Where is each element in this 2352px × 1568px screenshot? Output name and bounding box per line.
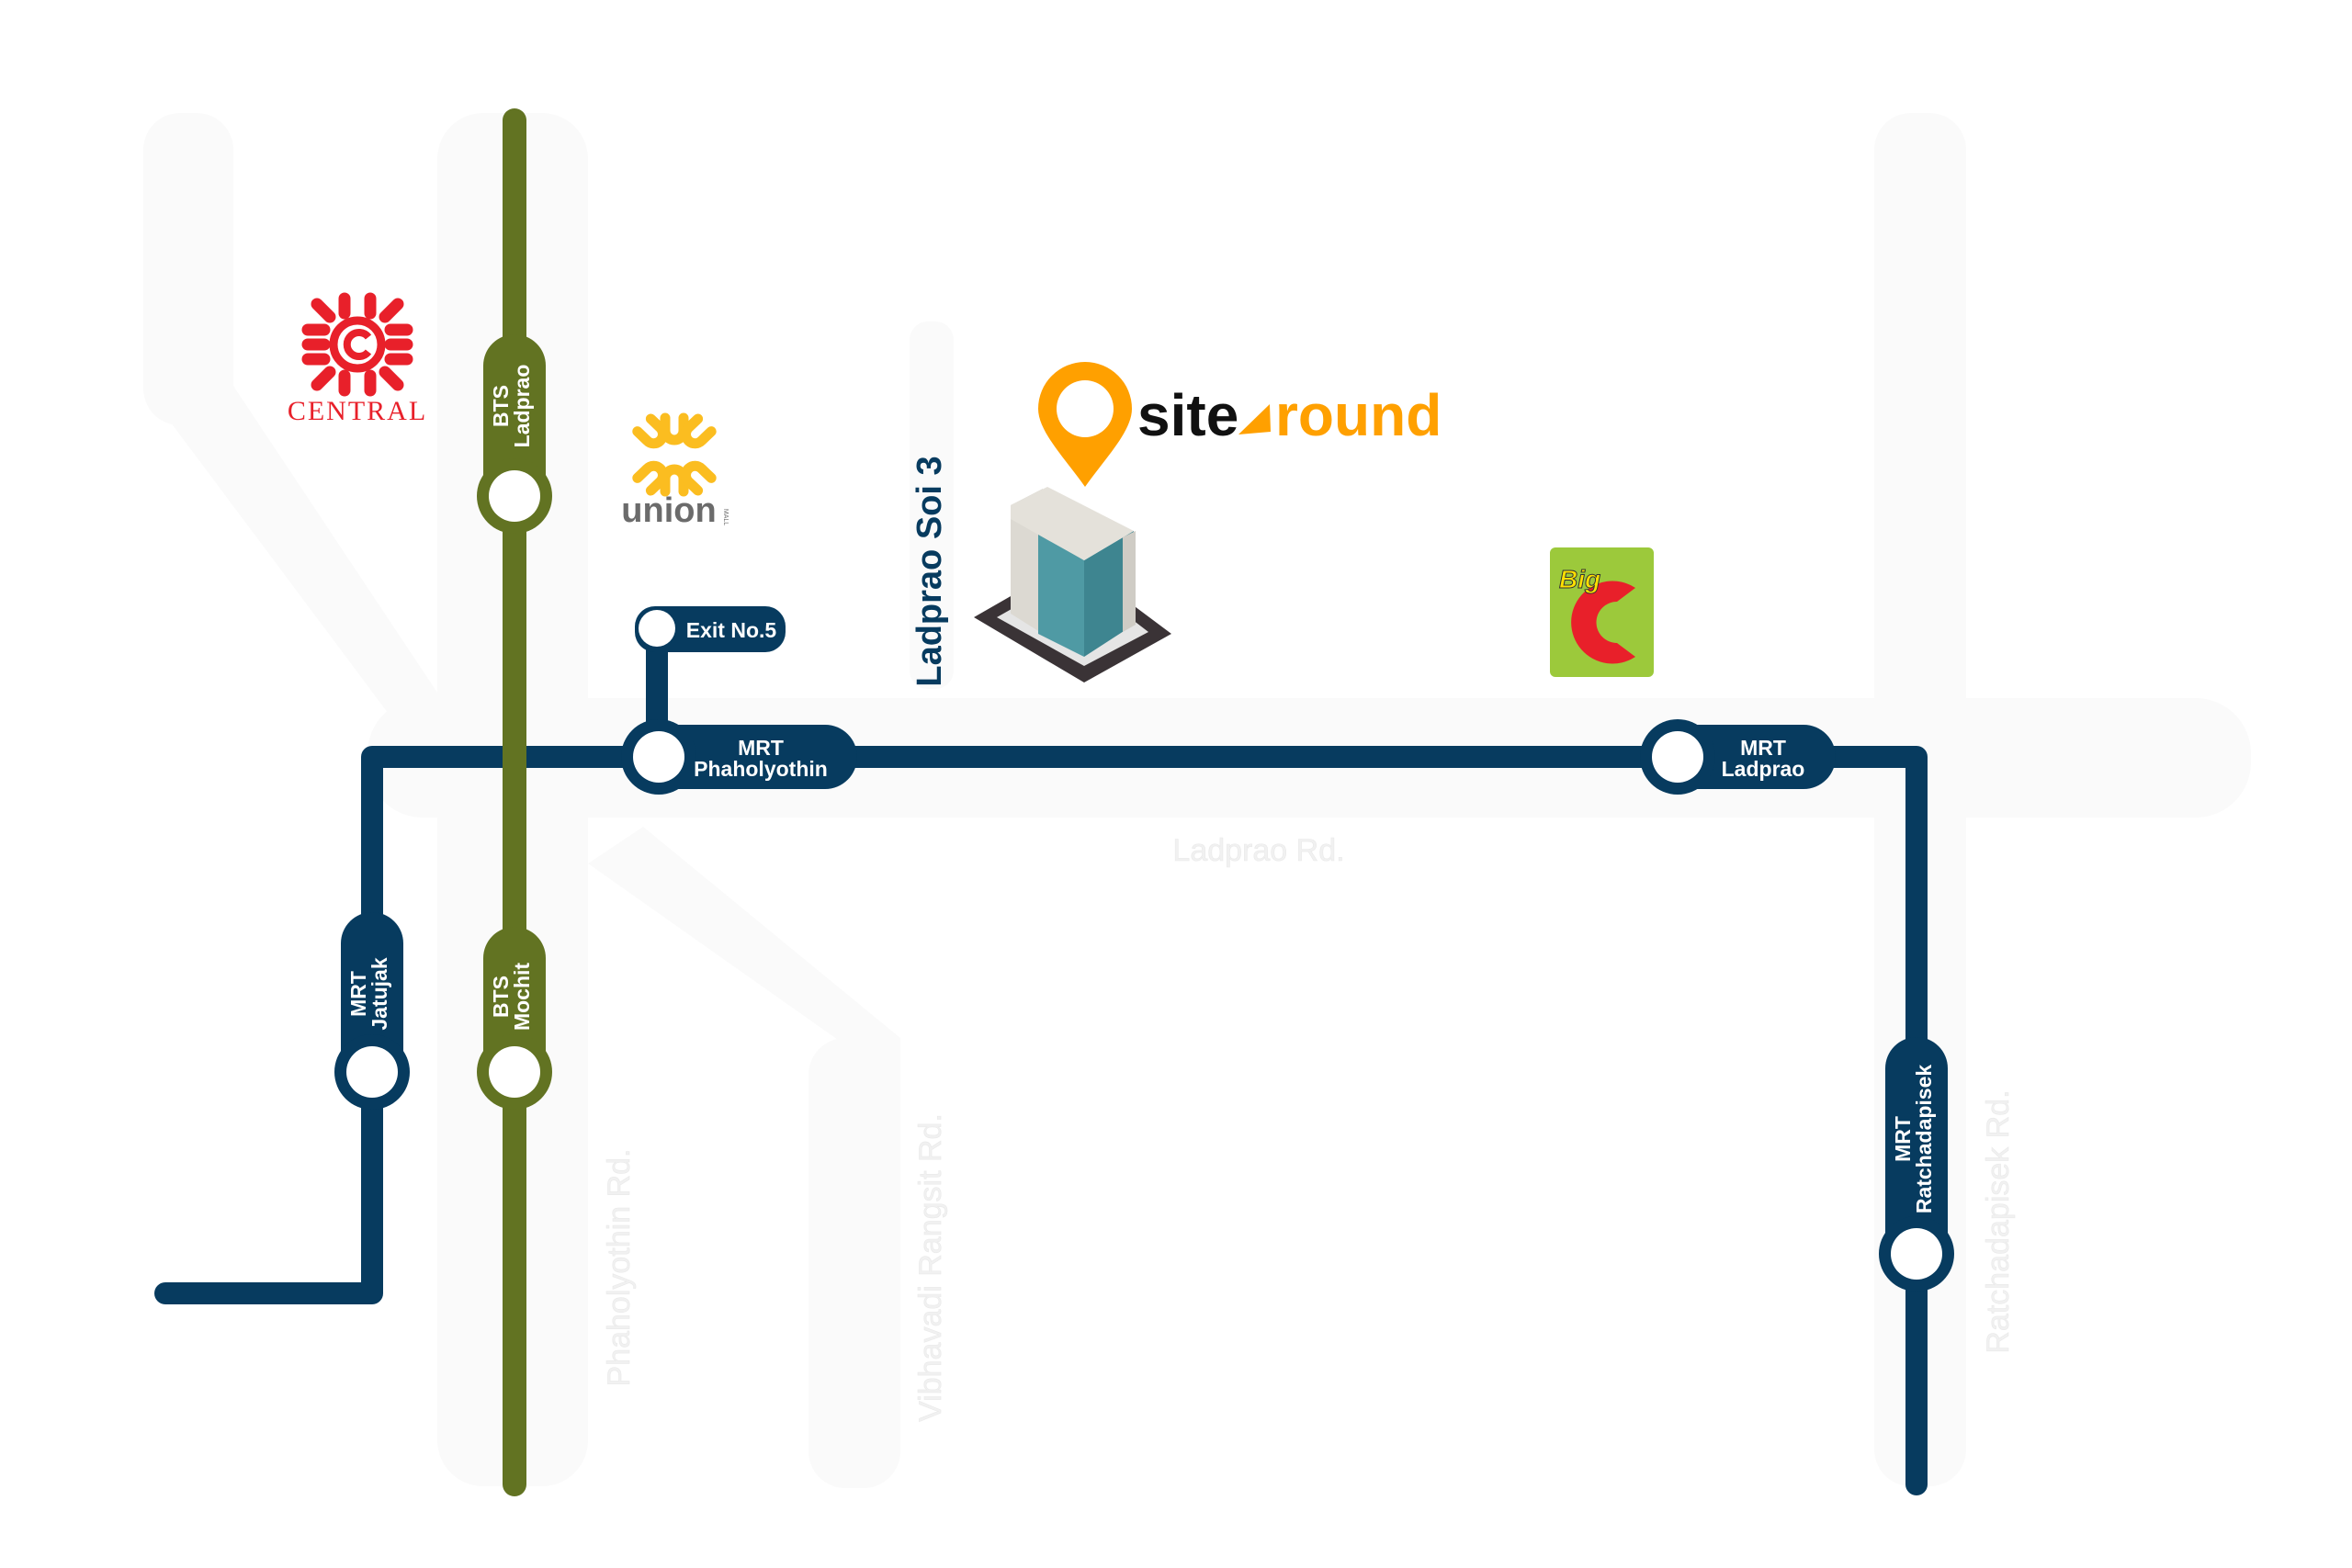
road-label-phaholyothin: Phaholyothin Rd.	[602, 1149, 637, 1387]
station-line: MRT	[1740, 736, 1786, 760]
station-line: BTS	[489, 385, 513, 427]
central-logo: CENTRAL	[288, 292, 427, 426]
station-mrt-phaholyothin[interactable]: MRT Phaholyothin	[621, 719, 857, 795]
building-illustration	[974, 487, 1171, 682]
big-c-logo: Big	[1550, 547, 1654, 677]
brand-around: round	[1275, 382, 1442, 448]
road-label-ratchadapisek: Ratchadapisek Rd.	[1981, 1089, 2016, 1353]
union-mall-logo: union MALL	[621, 412, 729, 530]
station-name: Ratchadapisek	[1912, 1065, 1936, 1214]
station-line: MRT	[738, 736, 784, 760]
bigc-text: Big	[1559, 565, 1600, 593]
station-name: Jatujak	[368, 957, 391, 1030]
station-mrt-ratchadapisek[interactable]: MRT Ratchadapisek	[1879, 1037, 1954, 1292]
station-name: Ladprao	[1722, 757, 1805, 781]
exit-no-5-marker[interactable]: Exit No.5	[635, 606, 786, 652]
central-text: CENTRAL	[288, 396, 427, 426]
station-line: MRT	[346, 971, 370, 1017]
union-sub: MALL	[722, 509, 729, 525]
station-bts-mochit[interactable]: BTS Mochit	[477, 927, 552, 1110]
station-bts-ladprao[interactable]: BTS Ladprao	[477, 334, 552, 534]
station-line: BTS	[489, 976, 513, 1018]
brand-site: site	[1137, 382, 1238, 448]
road-label-ladprao-soi-3: Ladprao Soi 3	[910, 456, 949, 686]
station-line: MRT	[1891, 1116, 1915, 1162]
road-label-ladprao: Ladprao Rd.	[1172, 833, 1344, 868]
station-name: Phaholyothin	[694, 757, 828, 781]
station-name: Ladprao	[510, 365, 534, 448]
station-mrt-ladprao[interactable]: MRT Ladprao	[1640, 719, 1836, 795]
road-label-vibhavadi: Vibhavadi Rangsit Rd.	[913, 1113, 948, 1422]
union-text: union	[621, 491, 716, 530]
station-mrt-jatujak[interactable]: MRT Jatujak	[334, 912, 410, 1110]
sitearound-logo: site round	[1038, 362, 1442, 487]
exit-label: Exit No.5	[686, 618, 777, 642]
station-name: Mochit	[510, 963, 534, 1031]
